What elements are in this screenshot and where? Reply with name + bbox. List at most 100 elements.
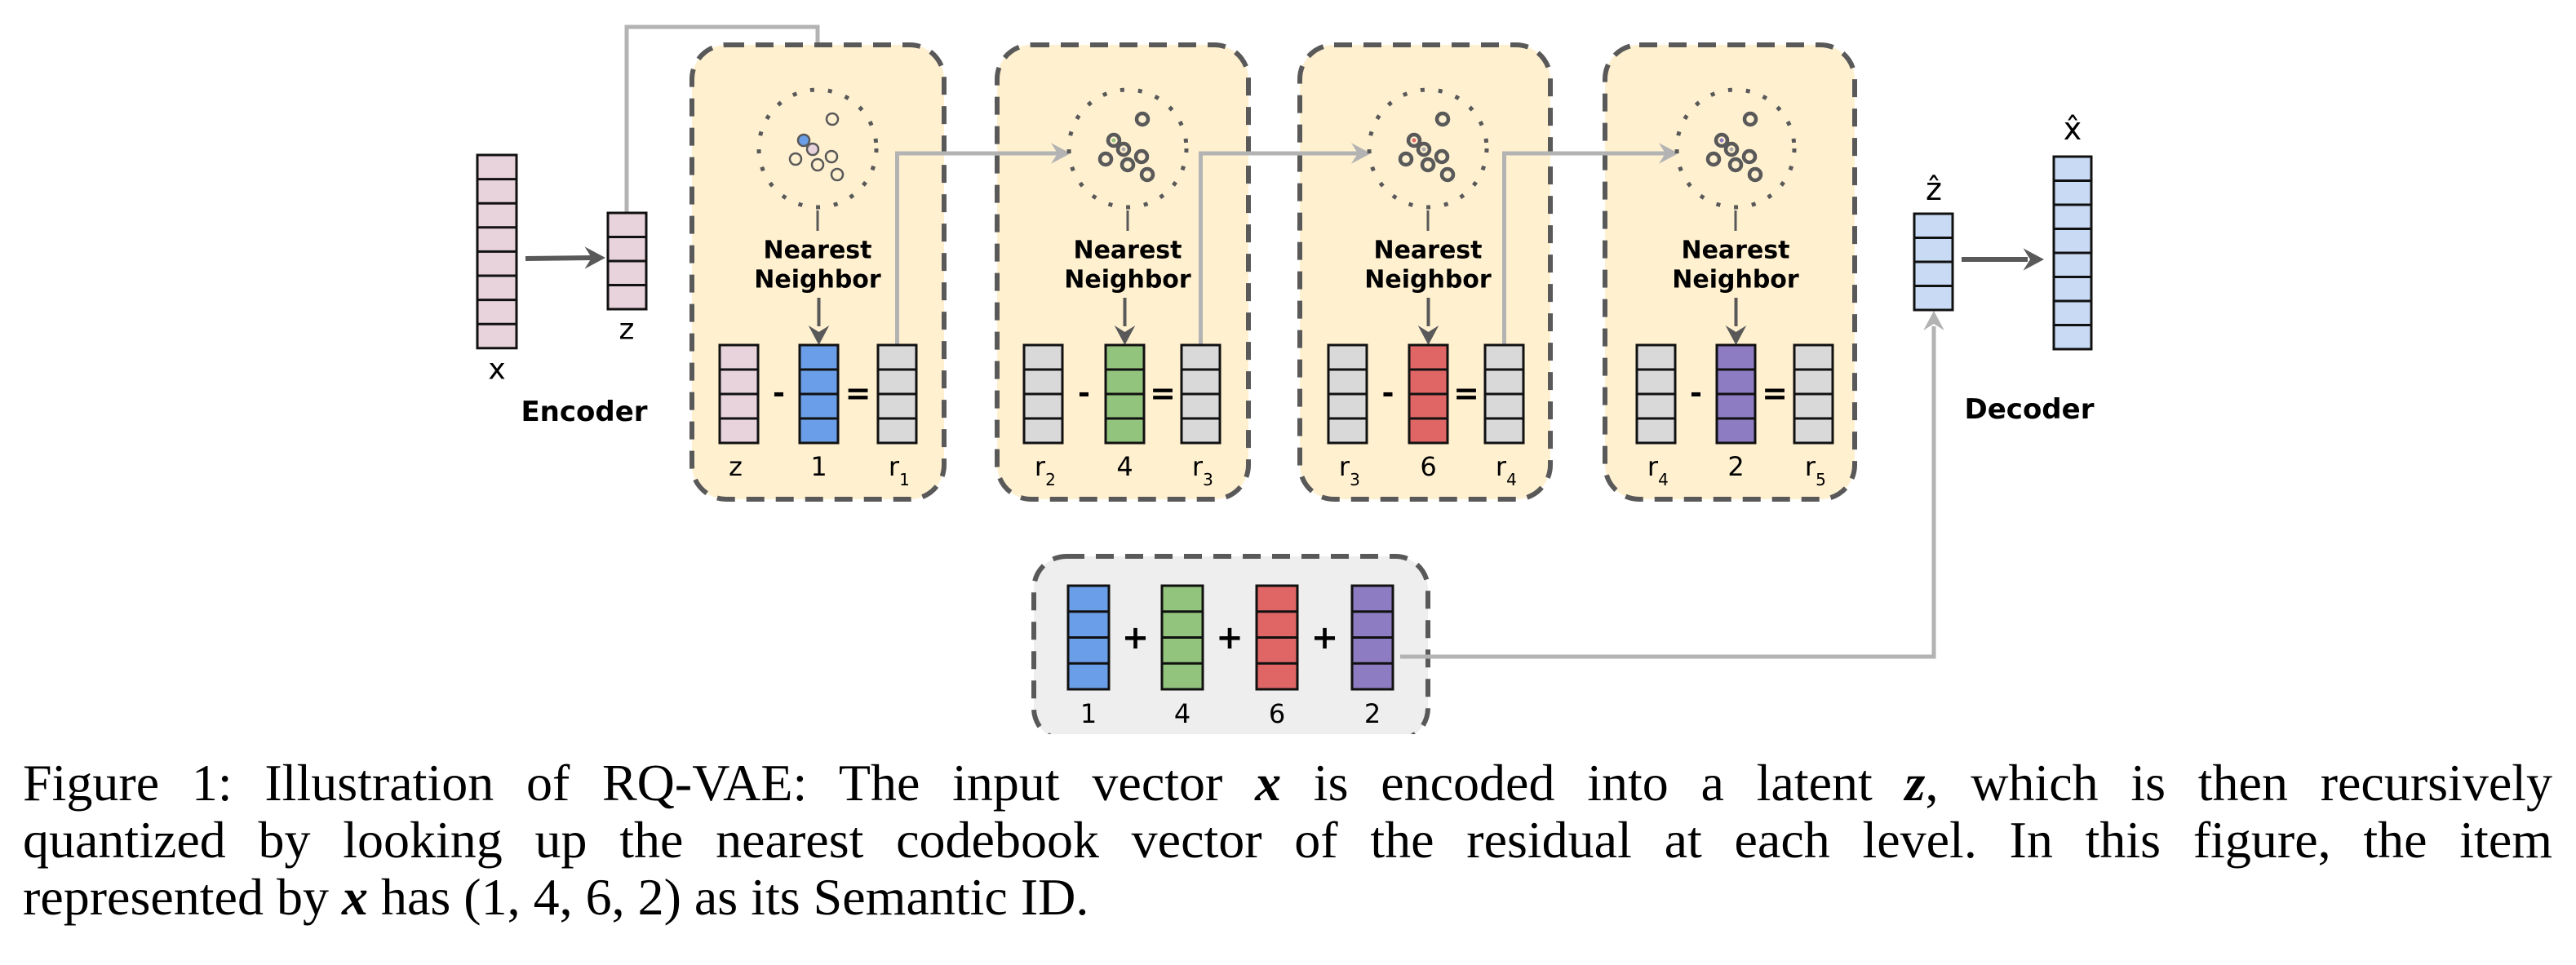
neighbor-label: Neighbor [754, 266, 881, 294]
sum-code-label-2: 2 [1364, 698, 1381, 729]
encoder-arrow-line [525, 255, 592, 261]
output-vector-label: x̂ [2064, 111, 2082, 147]
equals-operator: = [1453, 375, 1479, 411]
stage-3-residual-vector [1483, 343, 1525, 445]
equals-operator: = [845, 375, 871, 411]
stage-2-input-vector [1022, 343, 1064, 445]
arrow-head-icon [2023, 248, 2044, 271]
minus-operator: - [773, 377, 785, 410]
arrow-head-icon [1114, 325, 1136, 345]
output-vector [2052, 155, 2093, 351]
stage-1-input-vector [718, 343, 760, 445]
stage-3-input-label-subscript: 3 [1350, 470, 1360, 489]
stage-4-input-label-subscript: 4 [1658, 470, 1669, 489]
reconstructed-latent-label: ẑ [1926, 171, 1942, 207]
caption-line-3: represented by x has (1, 4, 6, 2) as its… [23, 868, 1089, 926]
nearest-label: Nearest [1373, 237, 1482, 265]
query-dot-icon [1421, 147, 1426, 152]
codebook-point-icon [1439, 166, 1456, 183]
codebook-point-icon [1420, 157, 1436, 173]
stage-2-output-label-subscript: 3 [1203, 470, 1213, 489]
stage-4-output-label-text: r [1805, 451, 1816, 482]
codebook-point-icon [1747, 166, 1763, 183]
stage-3-codebook-circle [1367, 87, 1489, 210]
codebook-point-icon [1398, 151, 1414, 167]
minus-operator: - [1690, 377, 1702, 410]
selected-codeword-dot-icon [1412, 138, 1417, 143]
arrow-head-icon [1051, 143, 1071, 164]
codebook-point-icon [1134, 111, 1151, 127]
stage-2-output-label-text: r [1192, 451, 1204, 482]
query-point-icon [1115, 141, 1132, 157]
latent-vector-z [606, 211, 648, 311]
nearest-label: Nearest [1073, 237, 1182, 265]
minus-operator: - [1382, 377, 1394, 410]
stage-1-output-label-subscript: 1 [899, 470, 910, 489]
codeword-sum-box [1031, 554, 1430, 734]
codebook-point-icon [1139, 166, 1155, 183]
selected-codeword-point-icon [796, 133, 811, 148]
connector-residual-1 [895, 151, 1062, 345]
stage-1-input-label: z [729, 451, 743, 482]
stage-3-code-label: 6 [1420, 451, 1436, 482]
selected-codeword-point-icon [1106, 132, 1122, 148]
math-z: z [1904, 754, 1926, 812]
stage-4-input-vector [1635, 343, 1677, 445]
stage-4-input-label-text: r [1647, 451, 1659, 482]
selected-codeword-point-icon [1714, 132, 1730, 148]
sum-code-label-1: 1 [1080, 698, 1097, 729]
sum-codeword-vector-2 [1350, 584, 1394, 691]
stage-1-residual-vector [876, 343, 918, 445]
arrow-head-icon [1923, 311, 1944, 330]
plus-operator: + [1216, 619, 1244, 657]
stage-1-code-label: 1 [810, 451, 827, 482]
selected-codeword-point-icon [1406, 132, 1422, 148]
reconstructed-latent-vector [1913, 212, 1954, 312]
stage-2-code-label: 4 [1116, 451, 1133, 482]
sum-codeword-vector-4 [1160, 584, 1204, 691]
stage-2-residual-vector [1180, 343, 1221, 445]
stage-3-input-label-text: r [1339, 451, 1350, 482]
arrow-head-icon [584, 246, 605, 269]
sum-codeword-vector-6 [1255, 584, 1299, 691]
codebook-point-icon [1727, 157, 1744, 173]
neighbor-label: Neighbor [1064, 266, 1191, 294]
stage-1-input-label-text: z [729, 451, 743, 482]
stage-1-codeword-vector [798, 343, 840, 445]
selected-codeword-dot-icon [1719, 138, 1724, 143]
arrow-head-icon [1351, 143, 1371, 164]
stage-4-output-label-subscript: 5 [1816, 470, 1826, 489]
stage-3-codeword-vector [1408, 343, 1449, 445]
neighbor-label: Neighbor [1672, 266, 1799, 294]
query-point-icon [805, 142, 820, 157]
caption-line-2: quantized by looking up the nearest code… [23, 811, 2552, 869]
codebook-point-icon [1097, 151, 1114, 167]
neighbor-label: Neighbor [1364, 266, 1492, 294]
codebook-point-icon [810, 157, 825, 172]
stage-3-output-label-subscript: 4 [1506, 470, 1517, 489]
math-x: x [341, 868, 368, 926]
latent-vector-label: z [619, 313, 635, 347]
stage-1-output-label-text: r [889, 451, 900, 482]
query-dot-icon [1121, 147, 1126, 152]
stage-2-input-label-subscript: 2 [1045, 470, 1056, 489]
codebook-point-icon [1120, 157, 1136, 173]
arrow-head-icon [1659, 143, 1678, 164]
codebook-point-icon [1742, 111, 1758, 127]
codebook-point-icon [830, 167, 845, 182]
stage-4-codebook-circle [1674, 87, 1797, 210]
stage-3-input-vector [1327, 343, 1368, 445]
connector-sum-to-z-hat [1400, 326, 1936, 659]
equals-operator: = [1762, 375, 1788, 411]
stage-3-output-label-text: r [1496, 451, 1507, 482]
codebook-point-icon [1434, 148, 1450, 165]
stage-2-codebook-circle [1066, 87, 1189, 210]
codebook-point-icon [1741, 148, 1758, 165]
sum-codeword-vector-1 [1066, 584, 1111, 691]
